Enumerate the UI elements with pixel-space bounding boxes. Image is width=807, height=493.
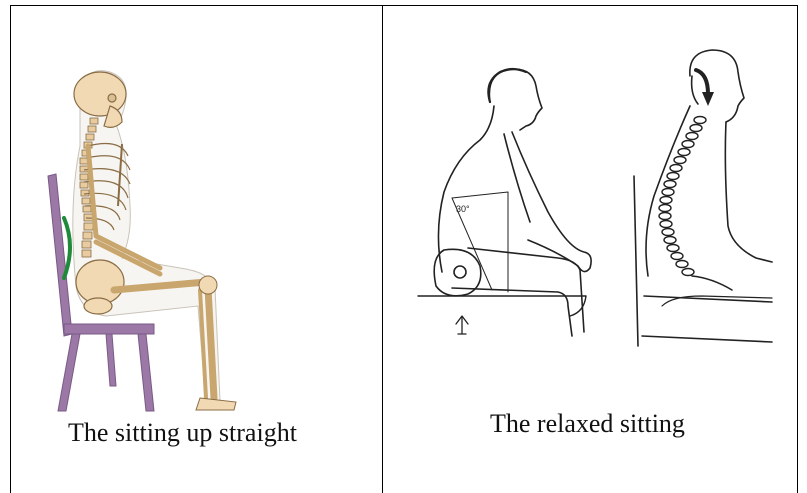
spine-flexion-figure [632,46,782,346]
up-arrow-icon [456,316,468,334]
angle-label: 30° [456,204,470,214]
lumbar-curve-highlight [64,218,70,278]
curved-arrow-icon [696,70,708,94]
right-cell: 30° [384,6,797,493]
head-outline [489,69,542,130]
back-outline [438,106,494,272]
seat-line [418,296,586,316]
left-caption: The sitting up straight [68,418,297,448]
head-outline [690,50,744,122]
hair [488,69,526,102]
skeleton-sitting-illustration [10,6,382,416]
spine-vertebrae [659,117,706,276]
left-cell: The sitting up straight [10,6,382,493]
relaxed-sitting-figure: 30° [408,62,618,382]
chair-back-line [634,176,772,346]
right-caption: The relaxed sitting [490,409,685,439]
table-border-middle [382,5,383,493]
table-border-right [797,5,798,493]
